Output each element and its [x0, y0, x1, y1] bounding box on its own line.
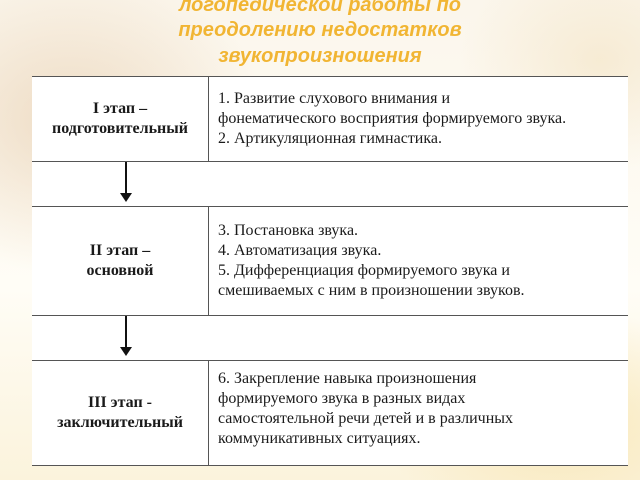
stage-row-3: III этап - заключительный 6. Закрепление…	[32, 360, 628, 466]
stage-name-3-line-1: III этап -	[88, 394, 152, 411]
stage-3-step-line-3: самостоятельной речи детей и в различных	[218, 410, 514, 427]
stage-2-step-line-3: 5. Дифференциация формируемого звука и	[218, 262, 510, 279]
down-arrow-icon	[120, 162, 132, 206]
stage-name-1-line-2: подготовительный	[52, 120, 188, 137]
stage-name-2-line-2: основной	[86, 262, 154, 279]
stage-row-1: I этап – подготовительный 1. Развитие сл…	[32, 76, 628, 162]
down-arrow-icon	[120, 316, 132, 360]
arrow-shaft	[125, 316, 127, 350]
stage-1-step-line-1: 1. Развитие слухового внимания и	[218, 90, 451, 107]
stages-table: I этап – подготовительный 1. Развитие сл…	[32, 76, 628, 466]
stage-2-step-line-2: 4. Автоматизация звука.	[218, 242, 382, 259]
arrow-shaft	[125, 162, 127, 196]
slide-title-line-1: логопедической работы по	[178, 0, 462, 16]
slide-title-line-2: преодолению недостатков	[178, 19, 462, 41]
arrow-head	[120, 347, 132, 356]
stage-2-step-line-4: смешиваемых с ним в произношении звуков.	[218, 282, 525, 299]
stage-row-2: II этап – основной 3. Постановка звука. …	[32, 206, 628, 316]
stage-steps-2: 3. Постановка звука. 4. Автоматизация зв…	[218, 207, 622, 315]
stage-steps-3: 6. Закрепление навыка произношения форми…	[218, 361, 622, 465]
stage-name-3-line-2: заключительный	[57, 414, 183, 431]
stage-1-step-line-2: фонематического восприятия формируемого …	[218, 110, 567, 127]
stage-1-step-line-3: 2. Артикуляционная гимнастика.	[218, 130, 442, 147]
stage-name-3: III этап - заключительный	[32, 361, 209, 465]
stage-name-2: II этап – основной	[32, 207, 209, 315]
slide-title-line-3: звукопроизношения	[218, 45, 422, 67]
stage-name-1-line-1: I этап –	[92, 100, 148, 117]
stage-2-step-line-1: 3. Постановка звука.	[218, 222, 359, 239]
stage-name-2-line-1: II этап –	[89, 242, 151, 259]
stage-3-step-line-4: коммуникативных ситуациях.	[218, 430, 421, 447]
stage-3-step-line-1: 6. Закрепление навыка произношения	[218, 370, 477, 387]
stage-3-step-line-2: формируемого звука в разных видах	[218, 390, 466, 407]
stage-steps-1: 1. Развитие слухового внимания и фонемат…	[218, 77, 622, 161]
stage-name-1: I этап – подготовительный	[32, 77, 209, 161]
arrow-head	[120, 193, 132, 202]
slide-title: логопедической работы по преодолению нед…	[0, 0, 640, 80]
